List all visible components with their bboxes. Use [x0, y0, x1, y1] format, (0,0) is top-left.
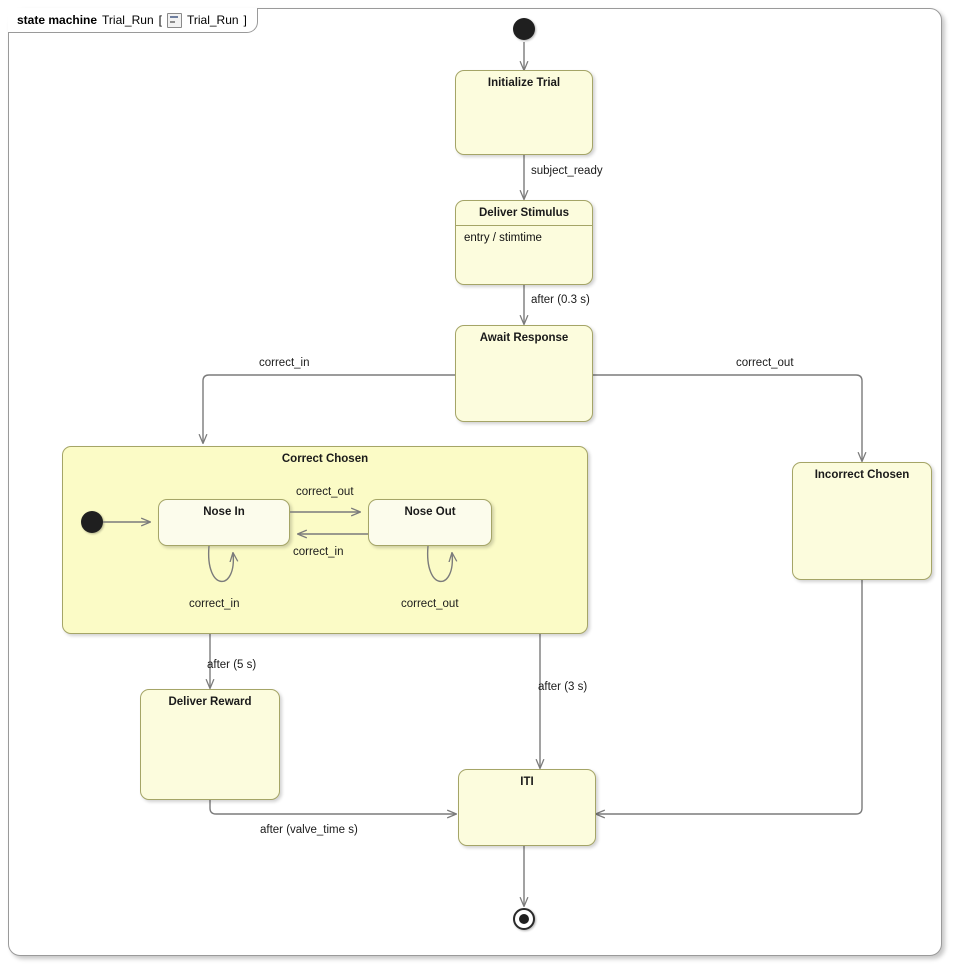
- edge-label-after-valve-time: after (valve_time s): [260, 824, 358, 836]
- initial-state-correct-chosen: [81, 511, 103, 533]
- edge-label-after-stimulus: after (0.3 s): [531, 294, 590, 306]
- state-initialize-trial-title: Initialize Trial: [487, 77, 561, 89]
- final-state: [513, 908, 535, 930]
- state-deliver-stimulus-title: Deliver Stimulus: [478, 207, 570, 219]
- edge-label-nose-out-self: correct_out: [401, 598, 459, 610]
- edge-label-nose-in-to-nose-out: correct_out: [296, 486, 354, 498]
- edge-label-after-5s: after (5 s): [207, 659, 257, 671]
- state-nose-in[interactable]: Nose In: [158, 499, 290, 546]
- state-correct-chosen-title: Correct Chosen: [281, 453, 369, 465]
- state-deliver-reward-title: Deliver Reward: [168, 696, 252, 708]
- bracket-close: ]: [243, 13, 247, 27]
- diagram-frame-header: state machine Trial_Run [ Trial_Run ]: [8, 8, 258, 33]
- state-deliver-reward[interactable]: Deliver Reward: [140, 689, 280, 800]
- edge-label-subject-ready: subject_ready: [531, 165, 603, 177]
- state-await-response-title: Await Response: [479, 332, 569, 344]
- state-compartment-divider: [456, 225, 592, 226]
- state-iti[interactable]: ITI: [458, 769, 596, 846]
- state-nose-in-title: Nose In: [203, 506, 245, 518]
- edge-label-after-3s: after (3 s): [538, 681, 588, 693]
- state-deliver-stimulus[interactable]: Deliver Stimulus entry / stimtime: [455, 200, 593, 285]
- edge-label-correct-out: correct_out: [736, 357, 794, 369]
- edge-label-correct-in: correct_in: [259, 357, 310, 369]
- bracket-open: [: [158, 13, 162, 27]
- state-initialize-trial[interactable]: Initialize Trial: [455, 70, 593, 155]
- diagram-qualifier: Trial_Run: [186, 13, 239, 27]
- state-machine-icon: [166, 12, 182, 28]
- state-deliver-stimulus-entry: entry / stimtime: [464, 232, 542, 244]
- state-correct-chosen[interactable]: Correct Chosen: [62, 446, 588, 634]
- edge-label-nose-in-self: correct_in: [189, 598, 240, 610]
- state-nose-out[interactable]: Nose Out: [368, 499, 492, 546]
- state-iti-title: ITI: [520, 776, 534, 788]
- state-incorrect-chosen-title: Incorrect Chosen: [814, 469, 910, 481]
- state-nose-out-title: Nose Out: [404, 506, 456, 518]
- edge-label-nose-out-to-nose-in: correct_in: [293, 546, 344, 558]
- initial-state: [513, 18, 535, 40]
- state-incorrect-chosen[interactable]: Incorrect Chosen: [792, 462, 932, 580]
- diagram-name: Trial_Run: [102, 13, 154, 27]
- diagram-kind-label: state machine: [17, 13, 98, 27]
- state-await-response[interactable]: Await Response: [455, 325, 593, 422]
